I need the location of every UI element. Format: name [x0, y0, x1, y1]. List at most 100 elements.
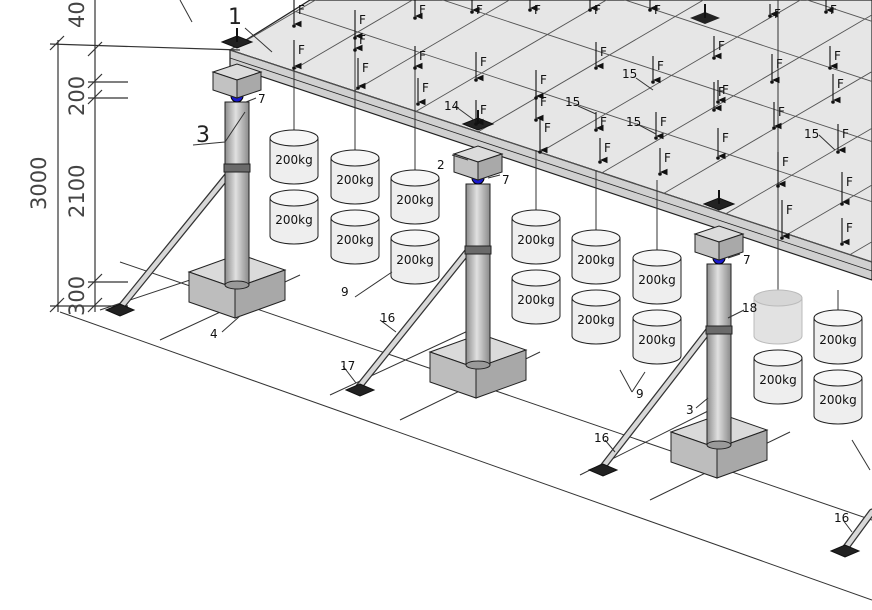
force-point	[353, 48, 357, 52]
weight-200kg: 200kg	[813, 309, 863, 365]
leader-lines	[179, 0, 871, 533]
weight-label: 200kg	[396, 193, 433, 207]
weight-top	[511, 269, 561, 287]
force-label: F	[774, 7, 781, 21]
anchor-plate	[829, 544, 861, 558]
force-arrow: F	[588, 0, 601, 17]
force-arrow: F	[538, 118, 551, 154]
force-arrow: F	[654, 112, 667, 140]
force-label: F	[842, 127, 849, 141]
force-point	[772, 126, 776, 130]
force-point	[840, 242, 844, 246]
weight-body	[813, 377, 863, 425]
force-label: F	[718, 39, 725, 53]
force-label: F	[600, 45, 607, 59]
weight-body	[511, 217, 561, 265]
column-base	[224, 280, 250, 290]
column-base	[706, 440, 732, 450]
force-label: F	[298, 3, 305, 17]
weight-top	[632, 309, 682, 327]
anchor-plate	[587, 463, 619, 477]
force-label: F	[534, 3, 541, 17]
callout-15-a: 15	[565, 95, 580, 109]
force-point	[831, 100, 835, 104]
weight-body	[632, 257, 682, 305]
force-point	[716, 156, 720, 160]
callout-7-c: 7	[743, 253, 751, 267]
force-label: F	[837, 77, 844, 91]
dim-2100: 2100	[65, 165, 89, 218]
force-arrow: F	[651, 56, 664, 84]
force-point	[648, 8, 652, 12]
force-arrow: F	[528, 0, 541, 17]
weight-label: 200kg	[396, 253, 433, 267]
force-point	[658, 172, 662, 176]
force-label: F	[544, 121, 551, 135]
force-label: F	[664, 151, 671, 165]
support-column	[187, 28, 287, 319]
slab-grid-line	[623, 0, 872, 82]
weight-body	[390, 177, 440, 225]
callout-15-d: 15	[804, 127, 819, 141]
force-arrow: F	[470, 0, 483, 17]
weight-body	[813, 317, 863, 365]
weight-body	[269, 137, 319, 185]
force-arrow: F	[712, 36, 725, 60]
force-label: F	[778, 105, 785, 119]
force-label: F	[722, 131, 729, 145]
slab-grid-line	[441, 0, 872, 143]
support-column	[669, 190, 769, 479]
force-arrow: F	[413, 46, 426, 70]
weight-label: 200kg	[819, 333, 856, 347]
weight-200kg: 200kg	[511, 209, 561, 265]
callout-1: 1	[228, 5, 242, 30]
weight-top	[390, 169, 440, 187]
force-label: F	[718, 85, 725, 99]
dim-3000: 3000	[27, 157, 51, 210]
column-collar	[223, 163, 251, 173]
callout-17: 17	[340, 359, 355, 373]
weight-body	[753, 357, 803, 405]
force-label: F	[782, 155, 789, 169]
diagonal-brace-fill	[599, 323, 715, 471]
force-label: F	[776, 57, 783, 71]
weight-body	[390, 237, 440, 285]
force-label: F	[298, 43, 305, 57]
weight-top	[813, 309, 863, 327]
force-point	[776, 184, 780, 188]
force-label: F	[846, 175, 853, 189]
force-arrow: F	[824, 0, 837, 17]
weight-top	[571, 229, 621, 247]
callout-3-right: 3	[686, 403, 694, 417]
force-arrow: F	[840, 172, 853, 206]
weight-200kg: 200kg	[511, 269, 561, 325]
weight-200kg: 200kg	[813, 369, 863, 425]
callout-16-b: 16	[594, 431, 609, 445]
force-label: F	[846, 221, 853, 235]
force-arrow: F	[780, 200, 793, 240]
weight-top	[330, 149, 380, 167]
column-shaft	[706, 263, 732, 446]
force-arrow: F	[598, 138, 611, 164]
dim-300: 300	[65, 276, 89, 316]
weight-200kg: 200kg	[632, 249, 682, 305]
weight-body	[632, 317, 682, 365]
force-arrow: F	[768, 4, 781, 21]
weight-top	[632, 249, 682, 267]
force-point	[416, 102, 420, 106]
weight-200kg: 200kg	[390, 229, 440, 285]
force-arrow: F	[772, 102, 785, 130]
force-point	[654, 136, 658, 140]
force-point	[712, 108, 716, 112]
weight-label: 200kg	[759, 373, 796, 387]
callout-7-b: 7	[502, 173, 510, 187]
force-arrow: F	[474, 100, 487, 126]
weight-200kg: 200kg	[330, 149, 380, 205]
force-label: F	[654, 3, 661, 17]
force-point	[824, 10, 828, 14]
callout-16-c: 16	[834, 511, 849, 525]
force-arrow: F	[648, 0, 661, 17]
force-arrow: F	[416, 78, 429, 106]
weight-label: 200kg	[819, 393, 856, 407]
